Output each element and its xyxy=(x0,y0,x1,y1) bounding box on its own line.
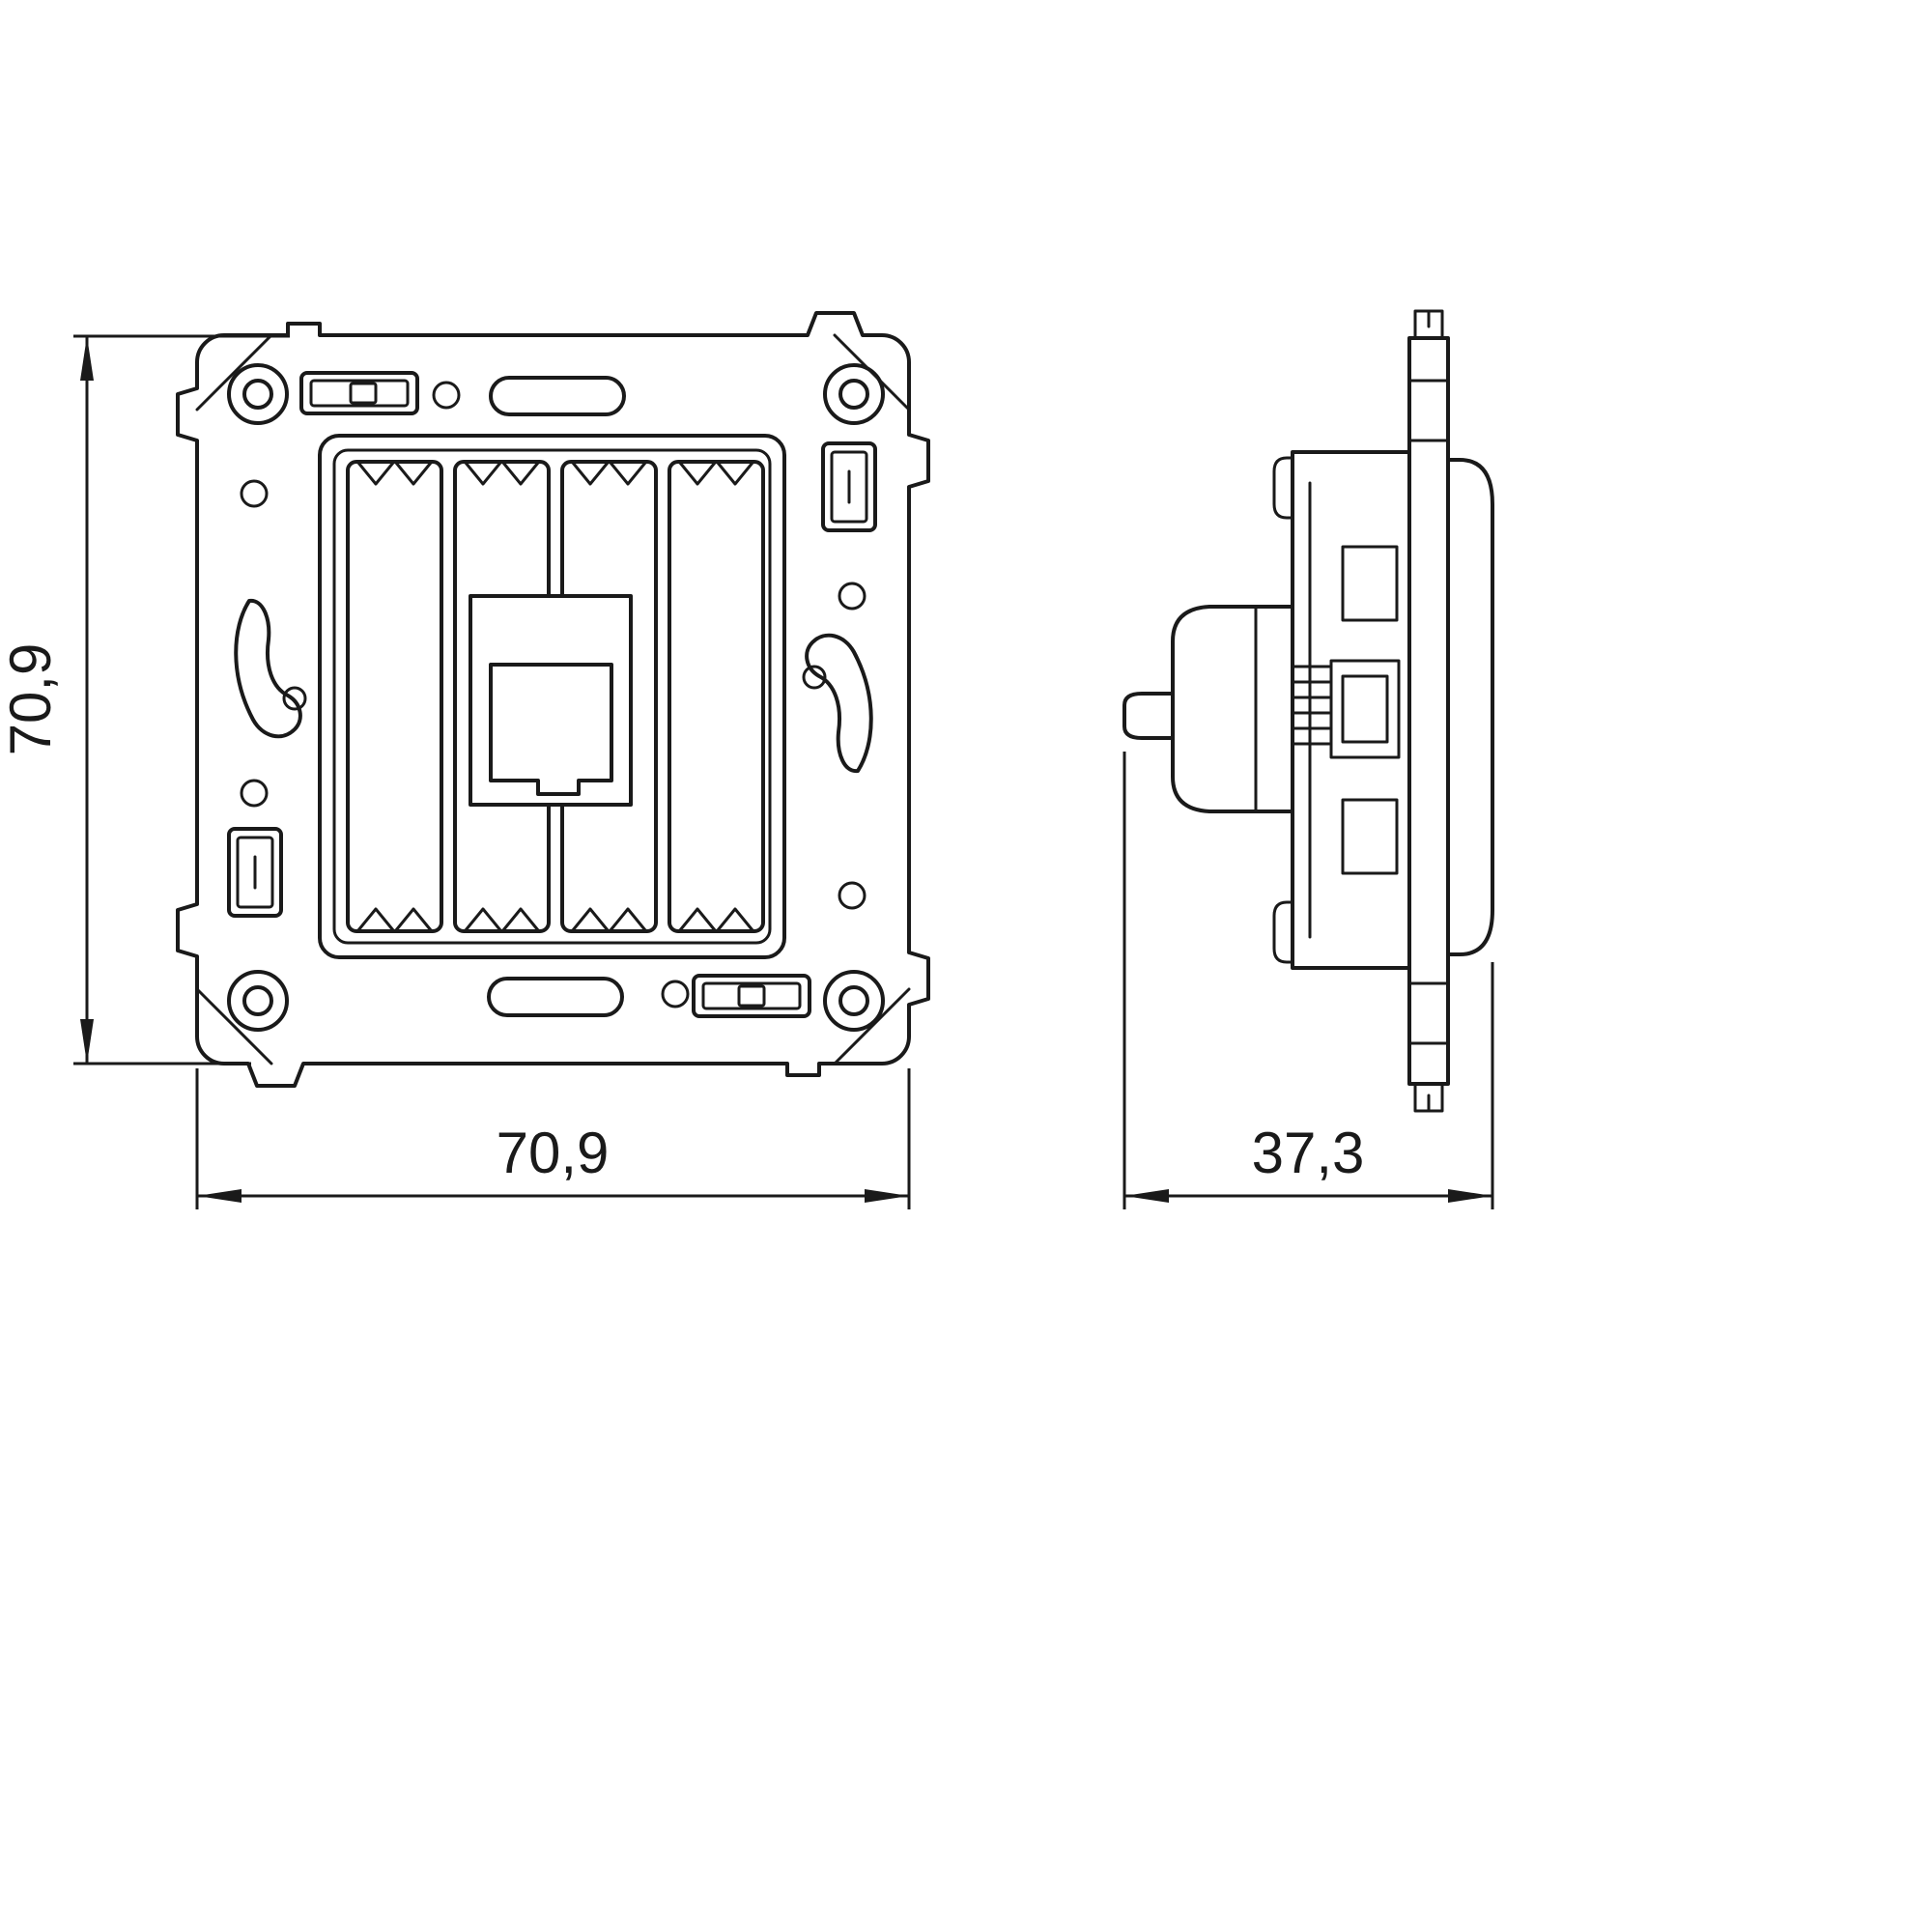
housing-lower-detail xyxy=(1341,798,1399,875)
rj45-module-face xyxy=(469,594,633,807)
dimensions: 70,9 70,9 37,3 xyxy=(0,334,1494,1209)
housing-center-detail xyxy=(1329,659,1401,759)
arrowhead xyxy=(865,1189,909,1203)
tooth-serration xyxy=(571,461,647,486)
screw-hole xyxy=(838,379,869,410)
oval-slots xyxy=(487,376,626,1017)
fixing-slot xyxy=(309,379,410,408)
flange-body xyxy=(1407,336,1450,1086)
fixing-slot xyxy=(830,450,868,524)
kidney-slots xyxy=(234,598,873,774)
arrowhead xyxy=(197,1189,242,1203)
tooth-serration xyxy=(678,907,754,932)
kidney-slot xyxy=(234,598,302,739)
tooth-serration xyxy=(464,461,540,486)
tooth-serration xyxy=(678,461,754,486)
screw-hole xyxy=(227,363,289,425)
screw-hole xyxy=(227,970,289,1032)
front-view xyxy=(176,311,930,1088)
housing-center-detail xyxy=(1341,674,1389,744)
pilot-hole xyxy=(838,582,867,611)
housing-upper-detail xyxy=(1341,545,1399,622)
dimension-label-front-height: 70,9 xyxy=(0,643,63,756)
arrowhead xyxy=(80,1019,94,1064)
pilot-hole xyxy=(838,881,867,910)
screw-hole xyxy=(838,985,869,1016)
fixing-slots xyxy=(227,371,877,1018)
insert-outer-frame xyxy=(318,434,786,959)
chamfer-line xyxy=(833,987,911,1065)
screw-holes xyxy=(227,363,885,1032)
module-body-outline xyxy=(1171,605,1294,813)
tooth-serration xyxy=(464,907,540,932)
pilot-hole xyxy=(282,686,307,711)
mechanism-housing xyxy=(1272,450,1411,970)
pilot-hole xyxy=(661,980,690,1009)
fixing-slot xyxy=(349,382,378,405)
screw-hole xyxy=(242,985,273,1016)
insert-inner-frame xyxy=(332,448,772,945)
dimension-side-depth: 37,3 xyxy=(1122,752,1494,1209)
fixing-slot xyxy=(236,836,274,909)
connector-shaft xyxy=(1122,692,1175,740)
cover-profile xyxy=(1446,458,1494,956)
tooth-serration xyxy=(571,907,647,932)
pilot-hole xyxy=(240,779,269,808)
pilot-hole xyxy=(802,665,827,690)
fixing-slot xyxy=(692,974,811,1018)
module-insert xyxy=(318,434,786,959)
arrowhead xyxy=(1124,1189,1169,1203)
rj45-module xyxy=(469,594,633,807)
flange-plate xyxy=(1407,309,1450,1113)
dimension-front-height: 70,9 xyxy=(0,334,290,1065)
chamfer-line xyxy=(195,987,273,1065)
screw-hole xyxy=(823,970,885,1032)
pilot-holes xyxy=(240,381,867,1009)
pilot-hole xyxy=(240,479,269,508)
tooth-serration xyxy=(356,907,433,932)
side-view xyxy=(1122,309,1494,1113)
dimension-label-side-depth: 37,3 xyxy=(1252,1121,1365,1185)
fixing-slot xyxy=(821,441,877,532)
oval-slot xyxy=(487,977,624,1017)
tooth-serration xyxy=(356,461,433,486)
rj45-jack-opening xyxy=(489,663,613,796)
oval-slot xyxy=(489,376,626,416)
fixing-slot xyxy=(737,984,766,1008)
screw-hole xyxy=(823,363,885,425)
insert-strip xyxy=(668,460,765,933)
dimension-front-width: 70,9 xyxy=(195,1068,911,1209)
housing-top-claw xyxy=(1272,456,1294,520)
fixing-slot xyxy=(227,827,283,918)
kidney-slot xyxy=(805,633,873,774)
fixing-slot xyxy=(701,981,802,1010)
arrowhead xyxy=(80,336,94,381)
claw-serrations xyxy=(356,461,754,932)
module-body-side xyxy=(1171,605,1294,813)
fixing-slot xyxy=(299,371,419,415)
screw-hole xyxy=(242,379,273,410)
chamfer-line xyxy=(195,333,273,412)
contact-lamellae xyxy=(1291,665,1331,746)
dimension-label-front-width: 70,9 xyxy=(497,1121,610,1185)
pilot-hole xyxy=(432,381,461,410)
arrowhead xyxy=(1448,1189,1492,1203)
insert-strip xyxy=(346,460,443,933)
frame-outline xyxy=(176,311,930,1088)
housing-bottom-claw xyxy=(1272,900,1294,964)
